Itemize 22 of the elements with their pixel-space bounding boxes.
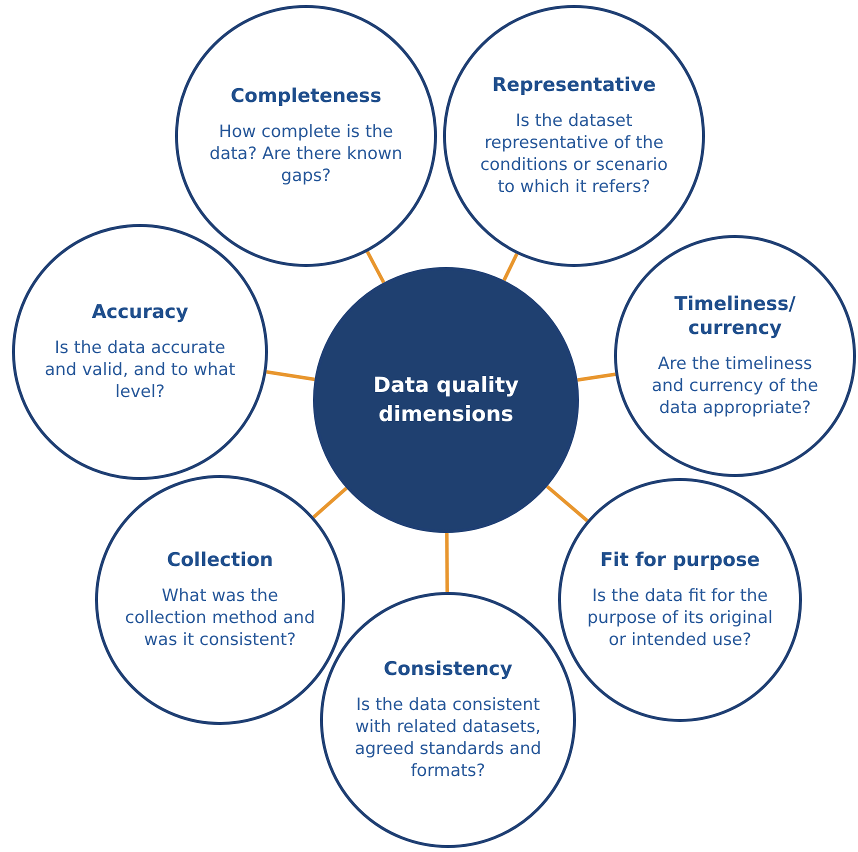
dimension-title: Accuracy bbox=[92, 300, 188, 325]
connector-line bbox=[366, 250, 386, 284]
dimension-question: Is the data consistent with related datasets, agreed standards and formats? bbox=[354, 694, 542, 782]
dimension-question: How complete is the data? Are there known gaps? bbox=[208, 120, 404, 188]
connector-line bbox=[502, 253, 518, 282]
dimension-title: Representative bbox=[492, 74, 656, 98]
connector-line bbox=[266, 370, 315, 382]
connector-line bbox=[445, 532, 449, 592]
dimension-title: Fit for purpose bbox=[600, 548, 760, 573]
dimension-title: Consistency bbox=[384, 658, 512, 682]
connector-line bbox=[312, 486, 348, 518]
center-title: Data quality dimensions bbox=[372, 372, 520, 428]
dimension-title: Timeliness/ currency bbox=[673, 293, 797, 341]
dimension-question: What was the collection method and was it consistent? bbox=[124, 584, 316, 652]
connector-line bbox=[577, 372, 616, 382]
dimension-question: Are the timeliness and currency of the data appropriate? bbox=[650, 352, 820, 419]
dimension-title: Completeness bbox=[230, 84, 382, 109]
dimension-title: Collection bbox=[166, 548, 274, 573]
connector-line bbox=[546, 485, 588, 522]
dimension-question: Is the data accurate and valid, and to what level? bbox=[44, 336, 236, 404]
dimension-question: Is the dataset representative of the conditions or scenario to which it refers? bbox=[479, 110, 669, 198]
dimension-question: Is the data fit for the purpose of its original or intended use? bbox=[587, 584, 773, 652]
